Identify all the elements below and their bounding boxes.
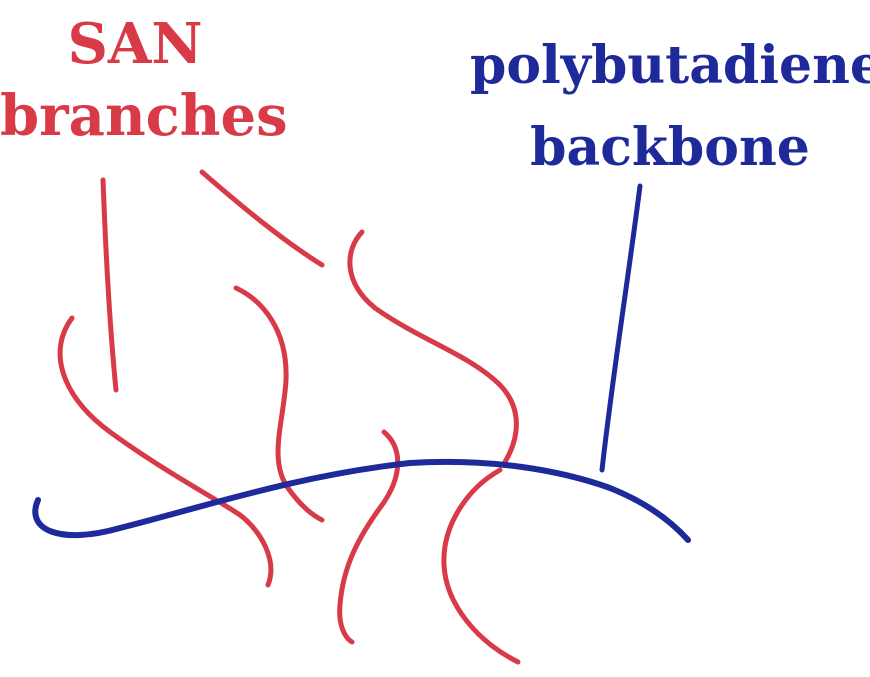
san-branches-label: SAN branches (0, 16, 270, 144)
san-arrow-right (202, 172, 322, 265)
san-branch-1 (60, 318, 271, 585)
backbone-label-line2: backbone (470, 122, 870, 174)
polybutadiene-backbone (35, 462, 688, 540)
san-label-line2: branches (0, 88, 270, 144)
san-arrow-left (103, 180, 116, 390)
backbone-arrow (602, 186, 640, 470)
san-branch-5 (444, 470, 518, 662)
san-branch-3 (350, 232, 516, 462)
san-label-line1: SAN (0, 16, 270, 72)
backbone-label: polybutadiene backbone (470, 40, 870, 174)
backbone-label-line1: polybutadiene (470, 40, 870, 92)
